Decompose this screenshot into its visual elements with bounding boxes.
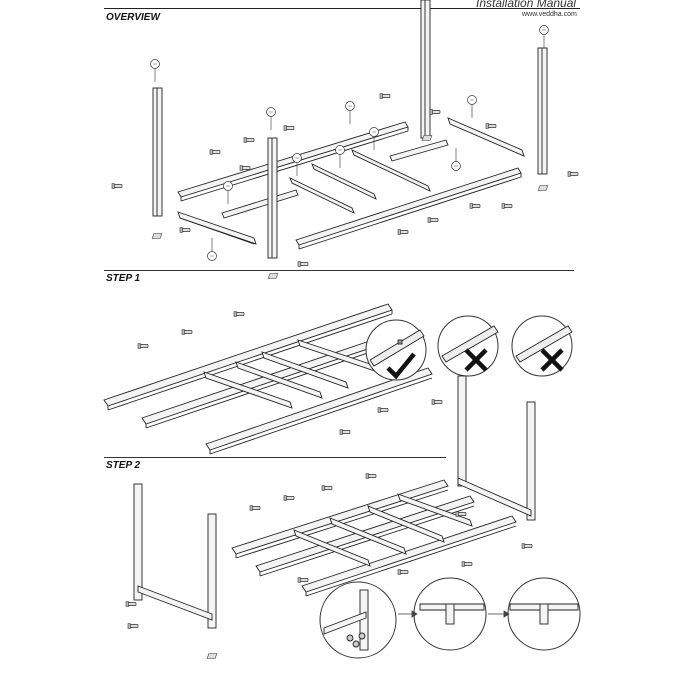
overview-cross-1: [177, 211, 257, 245]
overview-diagram: [111, 0, 579, 279]
separator-2: [104, 457, 446, 458]
check-icon: [386, 352, 416, 380]
manual-title: Installation Manual: [476, 0, 577, 10]
overview-cross-3: [289, 177, 355, 214]
overview-cross-4: [311, 163, 377, 200]
section-overview: OVERVIEW: [106, 12, 160, 23]
section-step2: STEP 2: [106, 460, 141, 471]
step1-detail-correct: [365, 319, 427, 381]
overview-cross-2: [221, 189, 299, 219]
header-rule: [104, 8, 580, 9]
step2-diagram: [125, 375, 581, 659]
step2-detail-3: [507, 577, 581, 651]
separator-1: [104, 270, 574, 271]
overview-cross-5: [351, 149, 431, 192]
overview-rail-front: [295, 167, 522, 250]
section-step1: STEP 1: [106, 273, 141, 284]
step2-detail-1: [319, 581, 397, 659]
overview-post-right: [537, 47, 548, 175]
overview-post-back: [420, 0, 431, 139]
cross-icon: [540, 348, 564, 372]
overview-post-left: [152, 87, 163, 217]
cross-icon: [464, 348, 488, 372]
step1-detail-wrong-1: [437, 315, 499, 377]
overview-post-middle: [267, 137, 278, 259]
overview-cross-6: [389, 139, 449, 162]
overview-cross-7: [447, 117, 525, 157]
step1-detail-wrong-2: [511, 315, 573, 377]
step2-detail-2: [413, 577, 487, 651]
website-url: www.veddha.com: [522, 11, 577, 18]
step1-diagram: [103, 303, 573, 455]
